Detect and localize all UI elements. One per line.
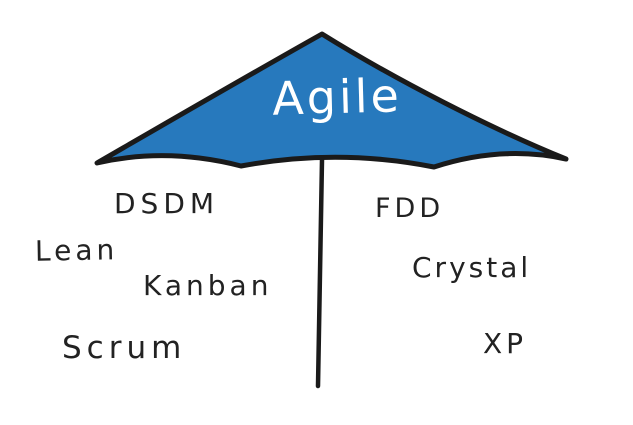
label-kanban: Kanban	[143, 269, 273, 302]
label-fdd: FDD	[375, 193, 445, 224]
label-xp: XP	[483, 327, 528, 360]
label-lean: Lean	[34, 233, 119, 268]
umbrella-title: Agile	[271, 68, 403, 126]
umbrella-canopy-icon	[94, 31, 569, 170]
label-scrum: Scrum	[62, 330, 187, 366]
label-dsdm: DSDM	[114, 187, 220, 220]
umbrella-pole-icon	[315, 157, 325, 389]
label-crystal: Crystal	[412, 251, 532, 284]
